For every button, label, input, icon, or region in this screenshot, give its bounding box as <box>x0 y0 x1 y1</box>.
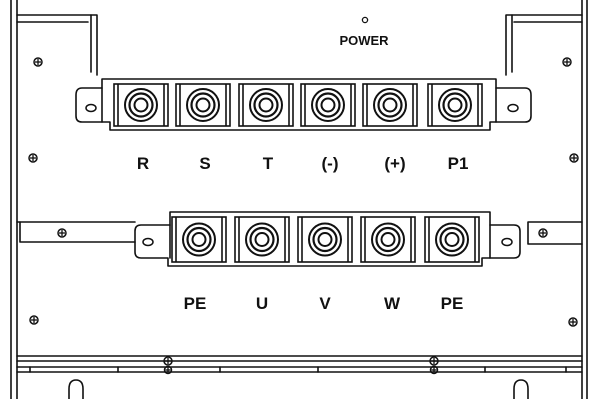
power-led-icon <box>361 16 369 24</box>
top-terminal-label: T <box>262 154 274 173</box>
screw-icon <box>562 57 572 67</box>
screw-icon <box>28 153 38 163</box>
screw-icon <box>568 317 578 327</box>
top-terminals <box>113 83 483 127</box>
right-hook <box>513 379 529 399</box>
top-terminal-4 <box>362 83 418 127</box>
bottom-terminal-label: PE <box>183 294 207 313</box>
screw-icon <box>569 153 579 163</box>
screw-icon <box>57 228 67 238</box>
top-terminal-1 <box>175 83 231 127</box>
screw-icon <box>33 57 43 67</box>
power-label: POWER <box>339 33 389 48</box>
bottom-terminal-label: U <box>255 294 269 313</box>
left-hook <box>68 379 84 399</box>
top-terminal-label: P1 <box>447 154 469 173</box>
bottom-terminal-label: W <box>383 294 401 313</box>
top-terminal-0 <box>113 83 169 127</box>
screw-icon <box>29 315 39 325</box>
screw-icon <box>163 365 173 375</box>
bottom-terminal-2 <box>297 216 353 263</box>
screw-icon <box>429 365 439 375</box>
enclosure-walls <box>10 0 588 399</box>
mounting-hole-icon <box>507 103 519 113</box>
top-strip-housing <box>75 78 532 131</box>
top-terminal-label: S <box>199 154 211 173</box>
bottom-terminal-4 <box>424 216 480 263</box>
bottom-terminal-label: V <box>319 294 331 313</box>
top-terminal-2 <box>238 83 294 127</box>
bottom-terminal-1 <box>234 216 290 263</box>
screw-icon <box>429 356 439 366</box>
middle-divider-plate <box>16 221 583 245</box>
bottom-terminal-3 <box>360 216 416 263</box>
top-terminal-3 <box>300 83 356 127</box>
top-terminal-label: (-) <box>321 154 339 173</box>
top-terminal-label: (+) <box>384 154 406 173</box>
top-right-bracket <box>505 14 583 76</box>
mounting-hole-icon <box>142 237 154 247</box>
screw-icon <box>538 228 548 238</box>
top-terminal-5 <box>427 83 483 127</box>
mounting-hole-icon <box>85 103 97 113</box>
base-rail <box>16 355 583 373</box>
top-terminal-label: R <box>136 154 150 173</box>
fasteners <box>28 57 579 375</box>
top-left-bracket <box>16 14 98 76</box>
screw-icon <box>163 356 173 366</box>
bottom-terminal-label: PE <box>440 294 464 313</box>
bottom-strip-housing <box>134 211 521 267</box>
bottom-terminal-0 <box>171 216 227 263</box>
bottom-terminals <box>171 216 480 263</box>
mounting-hole-icon <box>501 237 513 247</box>
